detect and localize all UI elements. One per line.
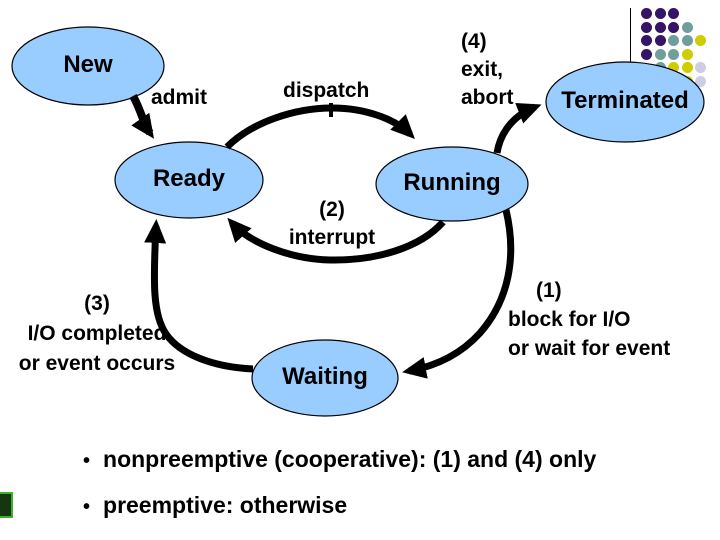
decor-dot <box>654 35 666 46</box>
vertical-rule <box>630 8 631 64</box>
state-label-running: Running <box>403 169 501 196</box>
label-block-line2: or wait for event <box>508 337 671 360</box>
bullet-text: nonpreemptive (cooperative): (1) and (4)… <box>103 446 597 472</box>
state-ellipse-running <box>375 146 529 222</box>
state-label-new: New <box>63 51 113 78</box>
decor-dot <box>681 62 693 73</box>
label-dispatch: dispatch <box>283 79 370 102</box>
label-block-number: (1) <box>536 279 562 302</box>
label-io-line2: or event occurs <box>18 352 176 375</box>
state-ellipse-waiting <box>251 339 399 417</box>
bullet-item: • preemptive: otherwise <box>83 490 347 522</box>
bullet-text: preemptive: otherwise <box>103 492 348 518</box>
bullet-marker: • <box>83 450 91 472</box>
state-label-waiting: Waiting <box>282 363 368 390</box>
bullet-marker: • <box>83 496 91 518</box>
transition-arrow-exit <box>493 102 542 154</box>
decor-dot <box>681 21 693 33</box>
decor-dot <box>668 62 679 73</box>
decor-dot <box>654 21 666 33</box>
decor-dot <box>654 8 666 19</box>
transition-arrow-io-complete <box>144 219 254 373</box>
decor-dot <box>641 35 652 46</box>
decor-dot <box>668 48 679 60</box>
decor-dot <box>668 8 679 19</box>
decor-dot <box>681 35 693 46</box>
bullet-item: • nonpreemptive (cooperative): (1) and (4… <box>83 444 596 476</box>
decor-dot <box>641 8 652 19</box>
decor-dot <box>641 21 652 33</box>
label-interrupt-number: (2) <box>319 198 345 221</box>
label-exit-line2: abort <box>461 86 514 109</box>
decor-dot <box>668 35 679 46</box>
label-io-number: (3) <box>84 292 110 315</box>
transition-arrow-interrupt <box>227 217 446 264</box>
decor-dot <box>641 48 652 60</box>
state-ellipse-new <box>11 26 165 106</box>
decor-dot <box>695 35 706 46</box>
transition-arrow-admit <box>129 94 155 139</box>
label-exit: (4) exit, abort <box>461 28 514 112</box>
transition-arrow-block <box>402 209 515 379</box>
label-exit-line1: exit, <box>461 58 504 81</box>
label-interrupt: (2) interrupt <box>289 196 375 252</box>
label-interrupt-text: interrupt <box>288 226 376 249</box>
state-ellipse-terminated <box>545 61 705 143</box>
label-block: (1) block for I/O or wait for event <box>508 276 670 363</box>
label-exit-number: (4) <box>461 30 487 53</box>
decor-dot <box>654 48 666 60</box>
corner-decoration <box>0 492 13 518</box>
label-io-line1: I/O completed <box>27 322 167 345</box>
state-label-terminated: Terminated <box>561 87 689 114</box>
decor-dot <box>681 48 693 60</box>
decor-dot <box>668 21 679 33</box>
transition-arrow-dispatch <box>224 104 415 150</box>
decor-dot <box>695 62 706 73</box>
label-admit: admit <box>151 86 208 109</box>
label-block-line1: block for I/O <box>508 308 631 331</box>
state-ellipse-ready <box>114 141 264 219</box>
label-io-complete: (3) I/O completed or event occurs <box>19 289 175 379</box>
decor-dot <box>695 75 706 87</box>
state-label-ready: Ready <box>152 165 226 192</box>
